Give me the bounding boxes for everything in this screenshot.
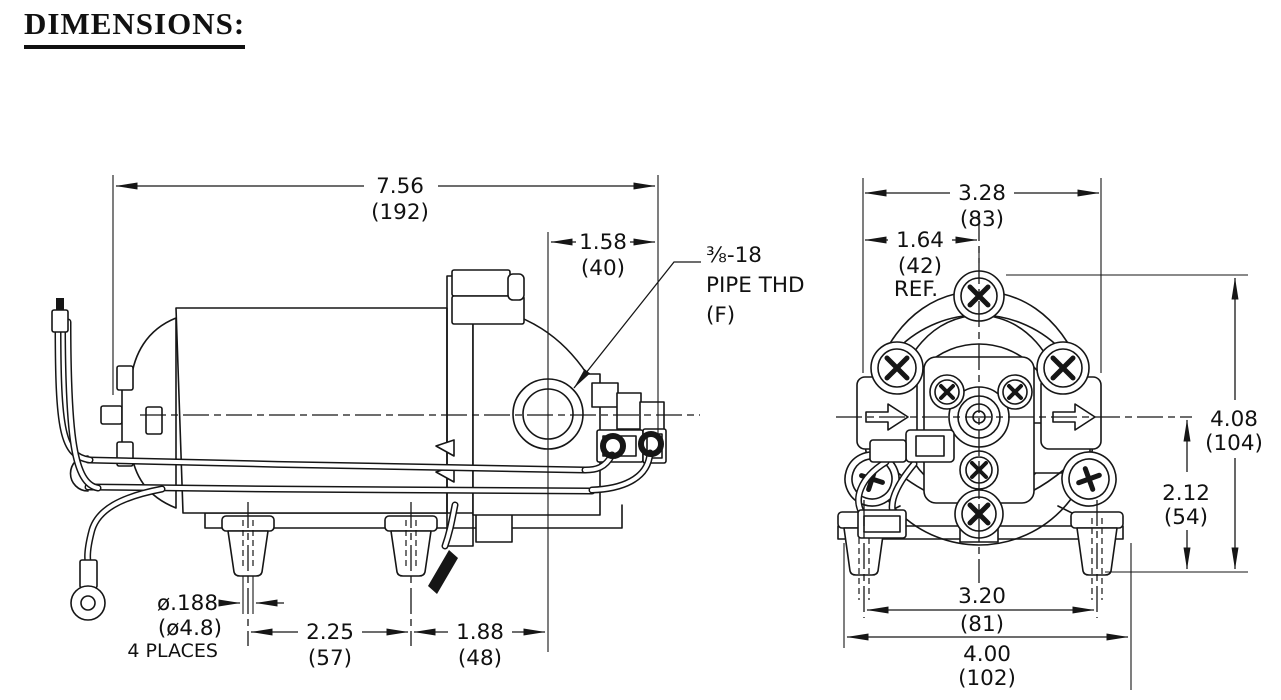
thread-type-label: PIPE THD bbox=[706, 273, 805, 298]
wire-boot bbox=[638, 431, 664, 457]
dim-label: 2.25 bbox=[306, 620, 354, 645]
dimensions-front-view: 3.28 (83) 1.64 (42) REF. 4.08 (104) bbox=[843, 178, 1263, 691]
dim-label-mm: (81) bbox=[960, 612, 1004, 637]
dim-label: 1.88 bbox=[456, 620, 504, 645]
motor-body bbox=[175, 307, 448, 514]
dim-label: 7.56 bbox=[376, 174, 424, 199]
hole-note-label: 4 PLACES bbox=[127, 640, 218, 662]
thread-gender-label: (F) bbox=[706, 303, 735, 328]
hole-dia-label: ø.188 bbox=[157, 591, 218, 616]
dim-label: 1.64 bbox=[896, 228, 944, 253]
wire-boot bbox=[600, 433, 626, 459]
dim-port-offset: 1.58 (40) bbox=[550, 230, 656, 281]
dim-label: 3.20 bbox=[958, 584, 1006, 609]
dim-label: 1.58 bbox=[579, 230, 627, 255]
dim-overall-height: 4.08 (104) bbox=[1205, 277, 1263, 570]
dim-label-mm: (40) bbox=[581, 256, 625, 281]
dim-centerline-height: 2.12 (54) bbox=[1162, 419, 1210, 570]
dim-foot-spacing-front: 3.20 (81) bbox=[866, 584, 1095, 637]
dim-overall-length: 7.56 (192) bbox=[115, 174, 656, 225]
pressure-switch bbox=[591, 382, 667, 464]
dim-bolt-half-width: 1.64 (42) REF. bbox=[864, 228, 978, 302]
dim-label-mm: (192) bbox=[371, 200, 429, 225]
dim-label-mm: (42) bbox=[898, 254, 942, 279]
screw bbox=[870, 341, 924, 395]
dim-overall-width: 4.00 (102) bbox=[846, 633, 1129, 691]
hole-dia-mm-label: (ø4.8) bbox=[158, 616, 222, 641]
callout-pipe-thread: ⅜-18 PIPE THD (F) bbox=[573, 243, 805, 389]
spade-terminal-wire bbox=[428, 501, 459, 594]
dim-mounting-hole: ø.188 (ø4.8) 4 PLACES bbox=[127, 591, 284, 662]
dim-label-mm: (83) bbox=[960, 207, 1004, 232]
phillips-screw bbox=[1061, 451, 1117, 507]
thread-size-label: ⅜-18 bbox=[706, 243, 762, 268]
dim-label: 4.08 bbox=[1210, 407, 1258, 432]
front-view bbox=[247, 215, 1192, 646]
dim-label: 2.12 bbox=[1162, 481, 1210, 506]
screw bbox=[959, 450, 999, 490]
dim-bolt-width: 3.28 (83) bbox=[864, 181, 1100, 232]
dim-label-mm: (104) bbox=[1205, 431, 1263, 456]
dim-ref-label: REF. bbox=[894, 277, 938, 302]
ring-terminal bbox=[70, 559, 106, 621]
dim-label-mm: (57) bbox=[308, 646, 352, 671]
dimensions-side-view: 7.56 (192) 1.58 (40) ⅜-18 PIPE THD (F) bbox=[112, 174, 805, 671]
screw bbox=[929, 374, 965, 410]
dim-label: 3.28 bbox=[958, 181, 1006, 206]
dim-label-mm: (102) bbox=[958, 666, 1016, 691]
page-title: DIMENSIONS: bbox=[24, 6, 246, 49]
side-view bbox=[51, 269, 700, 621]
motor-lead-wires bbox=[51, 298, 664, 566]
screw bbox=[997, 374, 1033, 410]
dim-foot-spacing-side: 2.25 (57) bbox=[250, 620, 409, 671]
motor-rear-bell bbox=[100, 317, 177, 509]
dim-foot-to-port: 1.88 (48) bbox=[413, 620, 546, 671]
dim-label-mm: (54) bbox=[1164, 505, 1208, 530]
dim-label: 4.00 bbox=[963, 642, 1011, 667]
screw bbox=[1036, 341, 1090, 395]
dim-label-mm: (48) bbox=[458, 646, 502, 671]
